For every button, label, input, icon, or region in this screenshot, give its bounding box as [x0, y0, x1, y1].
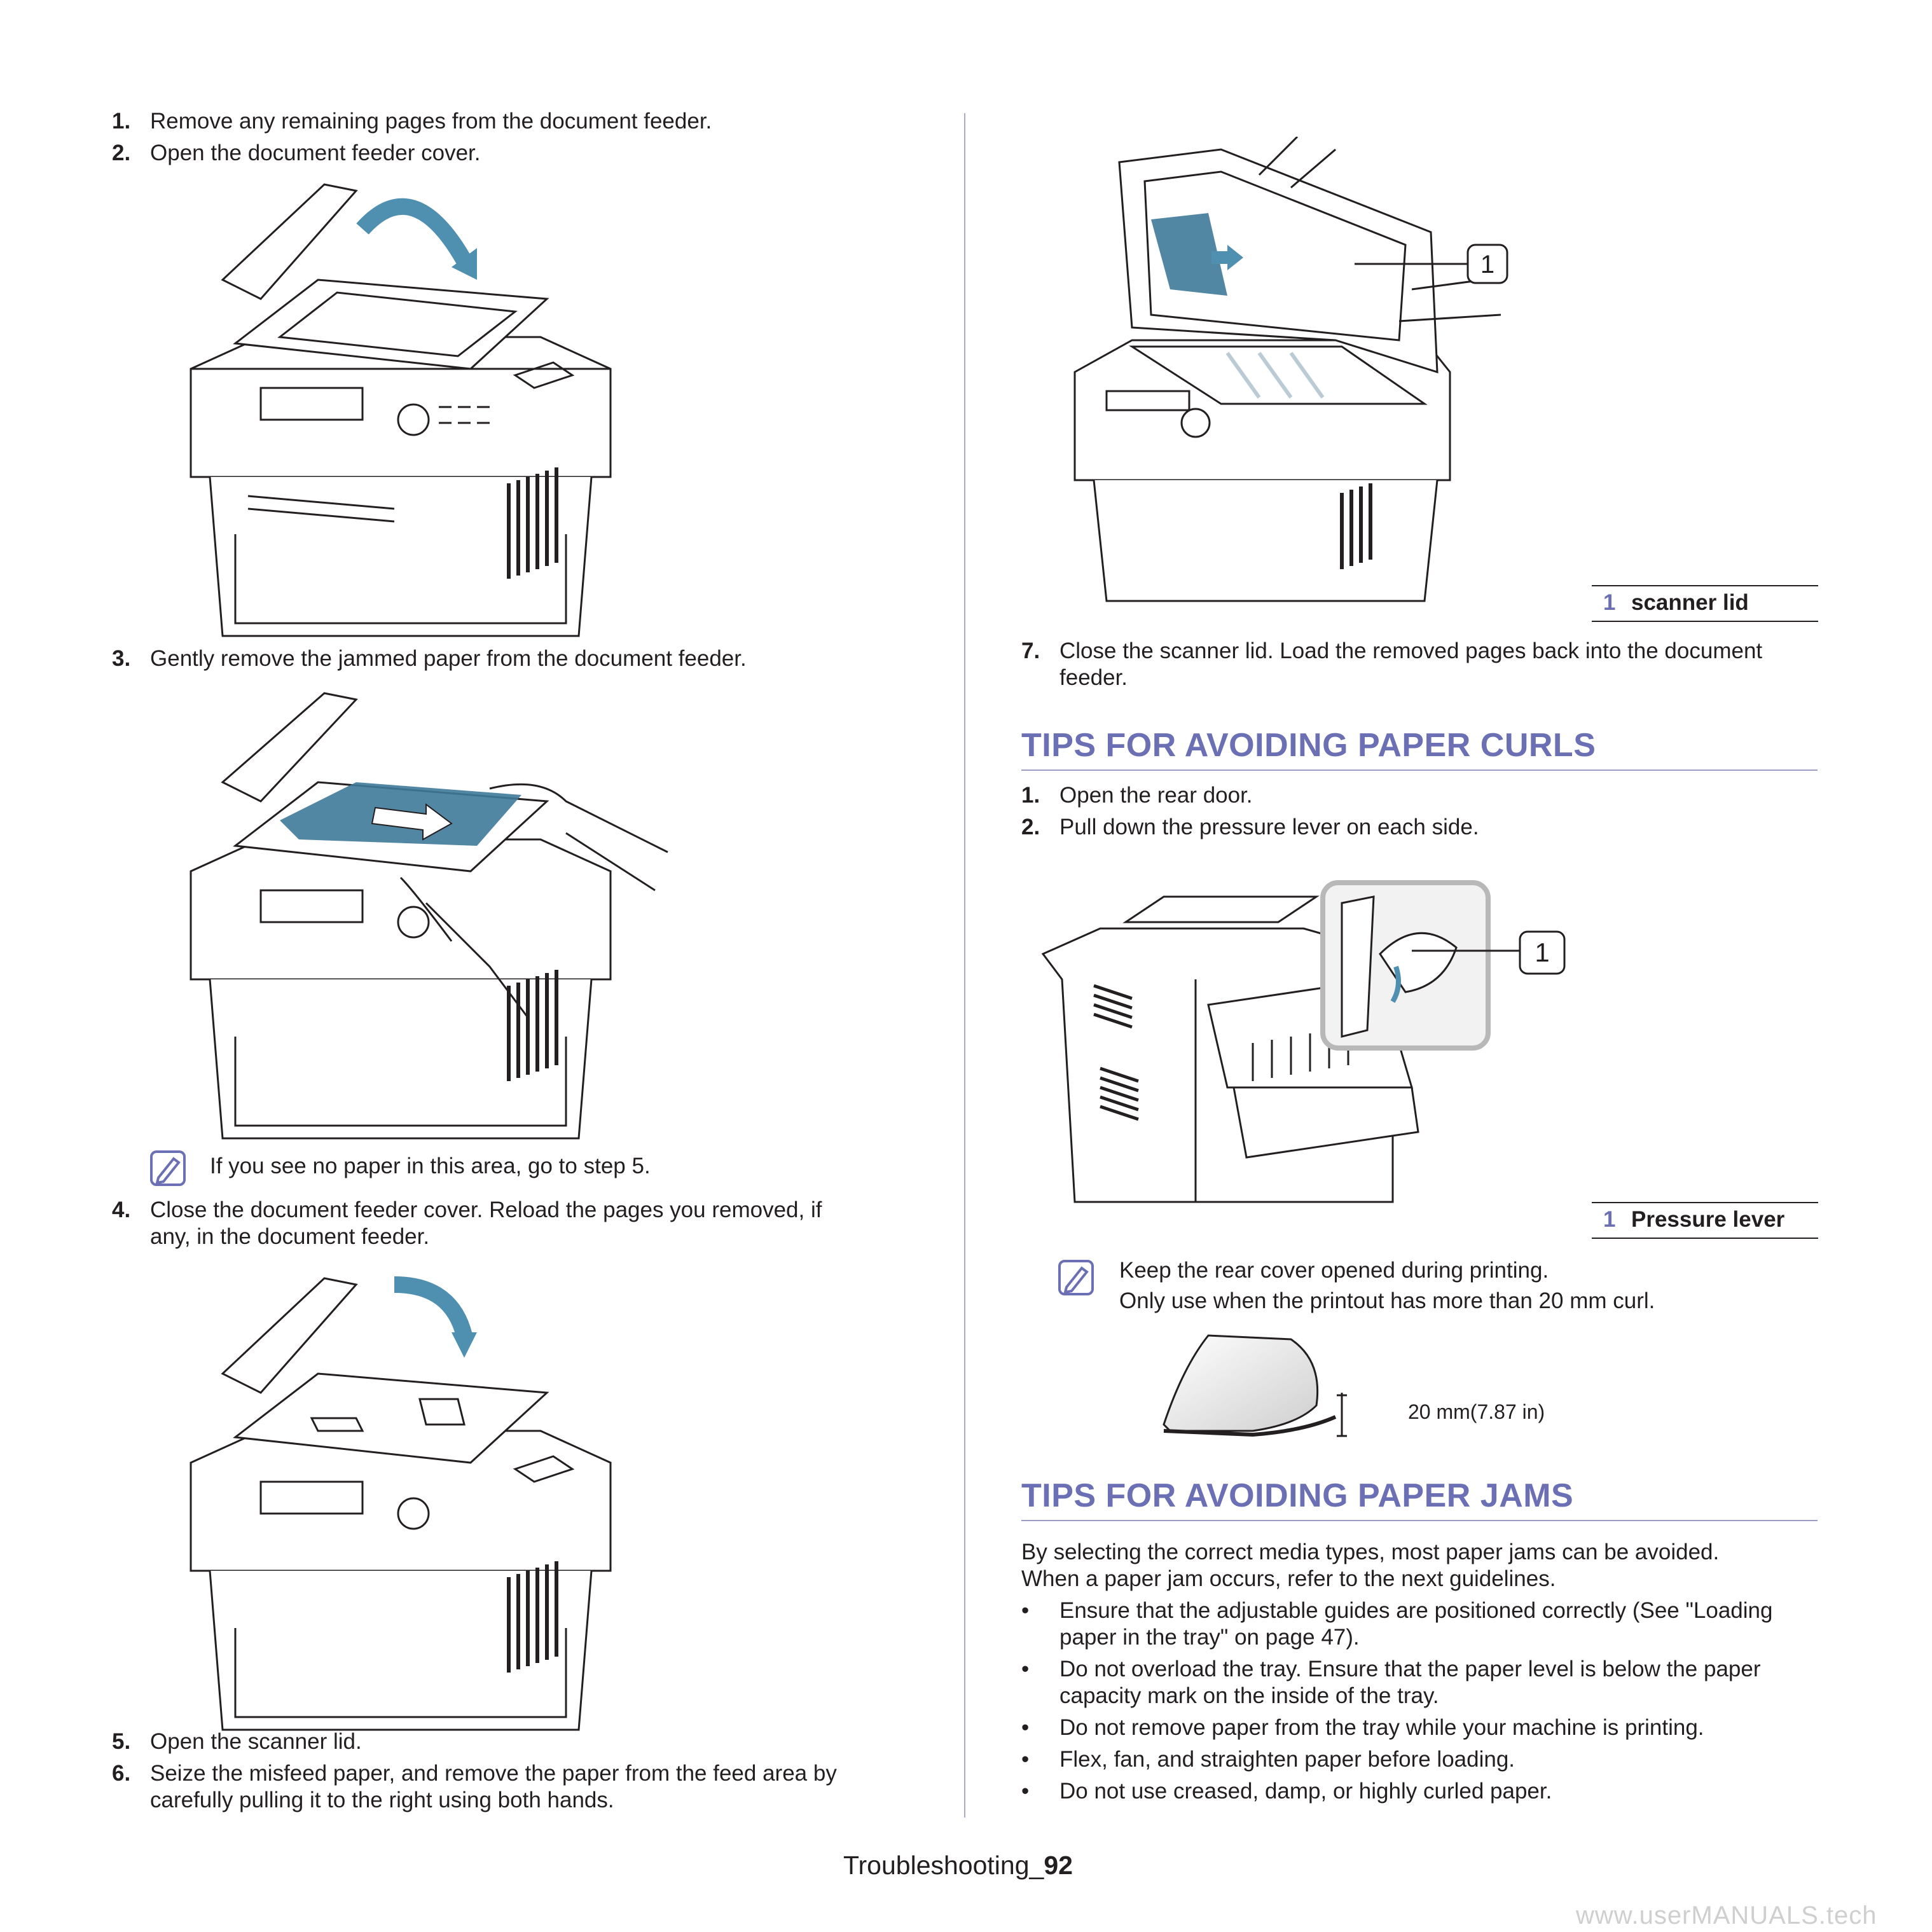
bullet-symbol: • [1021, 1747, 1030, 1772]
paper-jams-heading: TIPS FOR AVOIDING PAPER JAMS [1021, 1477, 1574, 1514]
note-text: If you see no paper in this area, go to … [210, 1154, 651, 1178]
step-text-line1: Close the document feeder cover. Reload … [150, 1197, 822, 1222]
jams-intro-line1: By selecting the correct media types, mo… [1021, 1540, 1720, 1564]
step-number: 2. [1021, 815, 1040, 839]
callout-top-rule [1592, 585, 1818, 586]
jams-bullet-1: • Ensure that the adjustable guides are … [1021, 1597, 1818, 1651]
pressure-lever-zoom-inset [1320, 880, 1491, 1051]
step-text: Pull down the pressure lever on each sid… [1059, 815, 1479, 839]
callout-top-rule [1592, 1202, 1818, 1203]
bullet-text-line1: Ensure that the adjustable guides are po… [1059, 1598, 1773, 1623]
callout-number: 1 [1603, 590, 1616, 615]
curl-height-label: 20 mm(7.87 in) [1408, 1400, 1545, 1423]
bullet-text: Do not use creased, damp, or highly curl… [1059, 1779, 1552, 1804]
step-number: 6. [112, 1761, 131, 1786]
paper-curls-heading: TIPS FOR AVOIDING PAPER CURLS [1021, 727, 1596, 764]
printer-feeder-open-illustration [190, 183, 612, 637]
callout-label: Pressure lever [1631, 1207, 1785, 1232]
step-text-line1: Close the scanner lid. Load the removed … [1059, 638, 1763, 663]
footer-section: Troubleshooting_ [843, 1851, 1044, 1880]
step-number: 7. [1021, 638, 1040, 663]
printer-feeder-close-illustration [190, 1276, 612, 1731]
note-icon [150, 1150, 186, 1186]
paper-curls-heading-rule [1021, 769, 1818, 771]
callout-1-marker: 1 [1466, 244, 1508, 284]
step-number: 5. [112, 1729, 131, 1754]
scanner-lid-illustration: 1 [1073, 137, 1508, 602]
pressure-lever-illustration: 1 [1041, 880, 1566, 1203]
column-divider [964, 113, 965, 1818]
step-number: 3. [112, 646, 131, 671]
step-6: 6. Seize the misfeed paper, and remove t… [112, 1760, 939, 1814]
paper-curl-diagram [1163, 1334, 1347, 1437]
step-number: 1. [112, 109, 131, 134]
bullet-text: Flex, fan, and straighten paper before l… [1059, 1747, 1515, 1772]
step-number: 1. [1021, 783, 1040, 808]
bullet-symbol: • [1021, 1598, 1030, 1623]
step-7: 7. Close the scanner lid. Load the remov… [1021, 638, 1848, 691]
callout-bottom-rule [1592, 1238, 1818, 1239]
step-text: Open the scanner lid. [150, 1729, 362, 1754]
note-icon [1058, 1260, 1094, 1295]
bullet-text-line1: Do not overload the tray. Ensure that th… [1059, 1657, 1761, 1681]
bullet-text-line2: capacity mark on the inside of the tray. [1059, 1683, 1439, 1708]
step-text: Gently remove the jammed paper from the … [150, 646, 747, 671]
watermark: www.userMANUALS.tech [1576, 1901, 1877, 1929]
bullet-text: Do not remove paper from the tray while … [1059, 1715, 1704, 1740]
page-footer: Troubleshooting_92 [843, 1851, 1073, 1880]
scanner-lid-callout: 1 scanner lid [1592, 585, 1818, 623]
step-text: Open the document feeder cover. [150, 141, 481, 165]
pressure-lever-callout: 1 Pressure lever [1592, 1202, 1818, 1240]
step-text-line2: any, in the document feeder. [150, 1224, 430, 1249]
step-text-line2: carefully pulling it to the right using … [150, 1788, 614, 1812]
svg-text:1: 1 [1535, 937, 1549, 967]
callout-bottom-rule [1592, 621, 1818, 622]
remove-jammed-paper-illustration [190, 692, 668, 1140]
callout-1-marker-curls: 1 [1519, 930, 1566, 975]
step-text-line1: Seize the misfeed paper, and remove the … [150, 1761, 837, 1786]
bullet-symbol: • [1021, 1779, 1030, 1804]
callout-number: 1 [1603, 1207, 1616, 1232]
jams-intro-line2: When a paper jam occurs, refer to the ne… [1021, 1566, 1556, 1591]
jams-bullet-2: • Do not overload the tray. Ensure that … [1021, 1656, 1818, 1709]
step-number: 4. [112, 1197, 131, 1222]
paper-jams-heading-rule [1021, 1520, 1818, 1521]
step-text: Remove any remaining pages from the docu… [150, 109, 712, 134]
step-number: 2. [112, 141, 131, 165]
footer-page-number: 92 [1044, 1851, 1073, 1880]
bullet-symbol: • [1021, 1715, 1030, 1740]
step-text-line2: feeder. [1059, 665, 1128, 690]
step-text: Open the rear door. [1059, 783, 1253, 808]
curls-note-line1: Keep the rear cover opened during printi… [1119, 1258, 1549, 1283]
curls-note-line2: Only use when the printout has more than… [1119, 1288, 1655, 1313]
bullet-text-line2: paper in the tray" on page 47). [1059, 1625, 1360, 1650]
bullet-symbol: • [1021, 1657, 1030, 1681]
svg-text:1: 1 [1480, 251, 1494, 279]
step-4: 4. Close the document feeder cover. Relo… [112, 1197, 939, 1250]
callout-label: scanner lid [1631, 590, 1749, 615]
